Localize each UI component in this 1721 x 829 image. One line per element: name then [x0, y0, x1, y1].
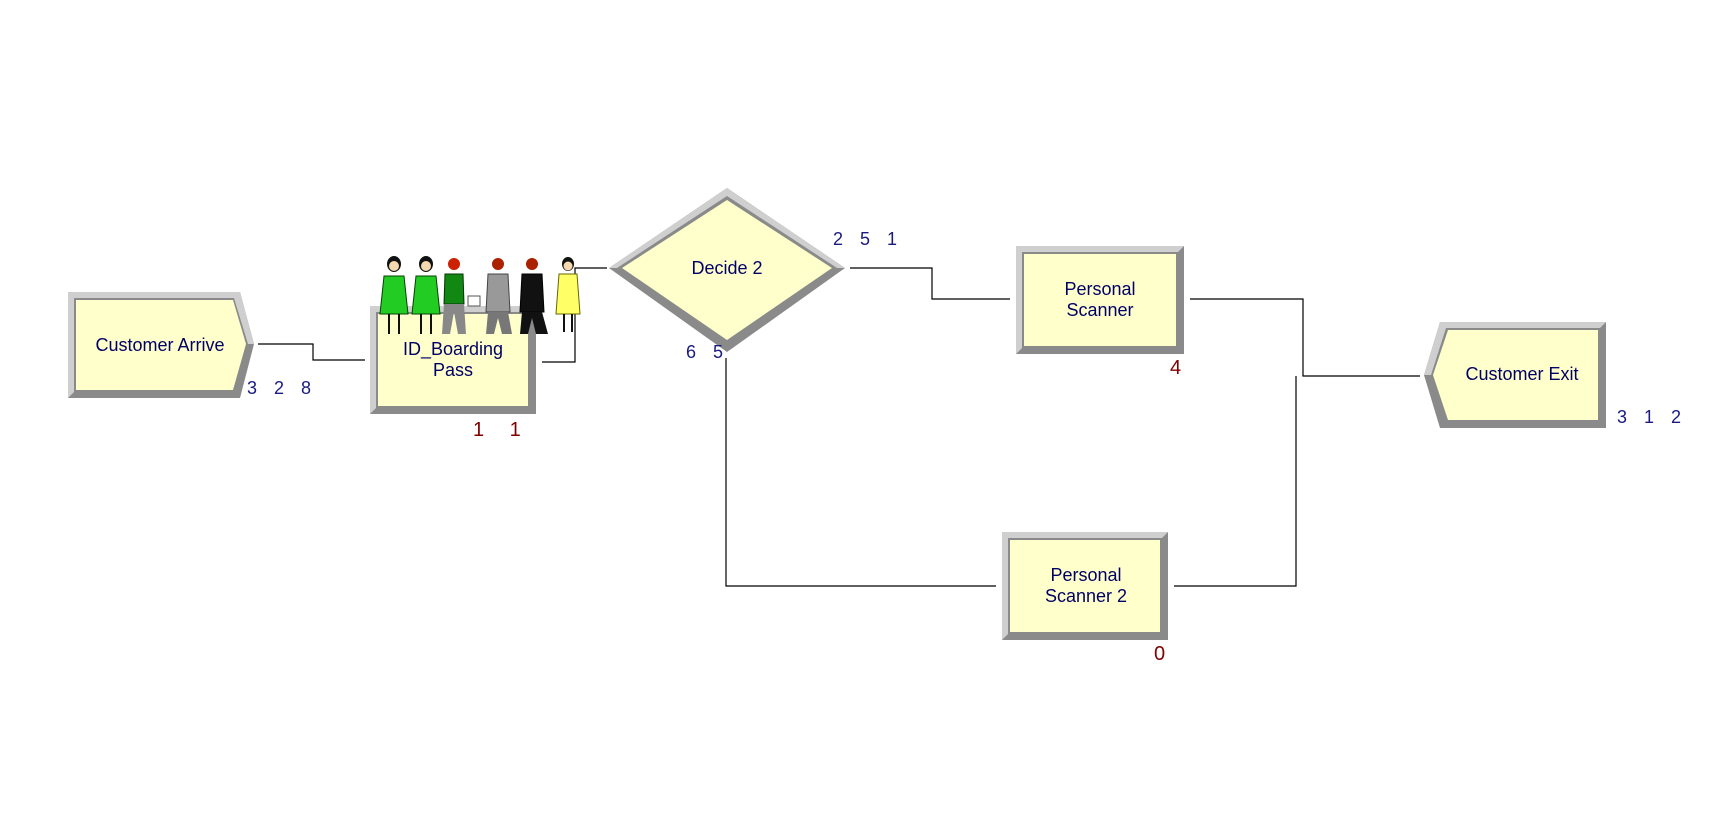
decide-2-module[interactable] — [609, 188, 845, 352]
connector-arrive-to-id[interactable] — [258, 343, 365, 361]
person-icon — [411, 256, 441, 334]
person-icon — [555, 257, 581, 332]
personal-scanner-2-counter: 0 — [1154, 643, 1176, 665]
customer-arrive-module[interactable] — [68, 292, 254, 398]
connector-id-to-decide[interactable] — [542, 267, 607, 363]
personal-scanner-label: Personal Scanner — [1064, 279, 1136, 320]
decide-2-label: Decide 2 — [691, 257, 763, 278]
id-boarding-pass-label: ID_Boarding Pass — [402, 339, 504, 380]
connector-decide-false-to-scanner2[interactable] — [725, 358, 996, 587]
decide-2-false-counter: 6 5 — [686, 342, 730, 362]
person-icon — [442, 258, 481, 334]
personal-scanner-module[interactable] — [1016, 246, 1184, 354]
customer-arrive-label: Customer Arrive — [95, 334, 225, 355]
personal-scanner-2-label: Personal Scanner 2 — [1044, 565, 1128, 606]
decide-2-true-counter: 2 5 1 — [833, 229, 904, 249]
queue-animation — [379, 256, 581, 334]
person-icon — [379, 256, 409, 334]
connectors — [258, 267, 1420, 587]
customer-exit-counter: 3 1 2 — [1617, 407, 1688, 427]
connector-scanner2-to-exit[interactable] — [1174, 376, 1297, 587]
person-icon — [485, 258, 512, 334]
personal-scanner-2-module[interactable] — [1002, 532, 1168, 640]
customer-exit-module[interactable] — [1424, 322, 1606, 428]
customer-exit-label: Customer Exit — [1465, 363, 1579, 384]
person-icon — [519, 258, 548, 334]
id-boarding-pass-module[interactable] — [370, 306, 536, 414]
connector-scanner-to-exit[interactable] — [1190, 298, 1420, 377]
id-boarding-pass-counter: 1 1 — [473, 419, 531, 441]
connector-decide-true-to-scanner[interactable] — [850, 267, 1010, 300]
customer-arrive-counter: 3 2 8 — [247, 378, 318, 398]
personal-scanner-counter: 4 — [1170, 357, 1192, 379]
